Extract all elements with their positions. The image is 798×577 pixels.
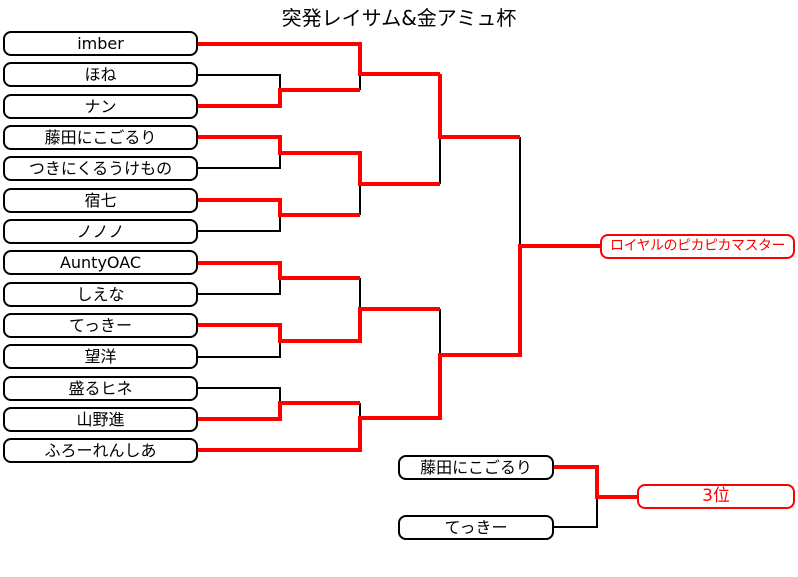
entrant-box: しえな	[3, 282, 198, 307]
entrant-box: てっきー	[3, 313, 198, 338]
entrant-box: imber	[3, 31, 198, 56]
entrant-box: 望洋	[3, 344, 198, 369]
third-place-player-box: てっきー	[398, 515, 554, 540]
entrant-box: AuntyOAC	[3, 250, 198, 275]
tournament-title: 突発レイサム&金アミュ杯	[281, 6, 517, 30]
entrant-box: ノノノ	[3, 219, 198, 244]
entrant-box: 盛るヒネ	[3, 376, 198, 401]
entrant-box: ふろーれんしあ	[3, 438, 198, 463]
third-place-player-box: 藤田にこごるり	[398, 455, 554, 480]
third-place-result-box: 3位	[637, 484, 795, 509]
entrant-box: つきにくるうけもの	[3, 156, 198, 181]
champion-box: ロイヤルのピカピカマスター	[600, 234, 795, 259]
entrant-box: ナン	[3, 94, 198, 119]
entrant-box: 宿七	[3, 188, 198, 213]
winner-lines	[198, 42, 637, 499]
entrant-box: 山野進	[3, 407, 198, 432]
loser-lines	[198, 74, 598, 528]
entrant-box: 藤田にこごるり	[3, 125, 198, 150]
entrant-box: ほね	[3, 62, 198, 87]
